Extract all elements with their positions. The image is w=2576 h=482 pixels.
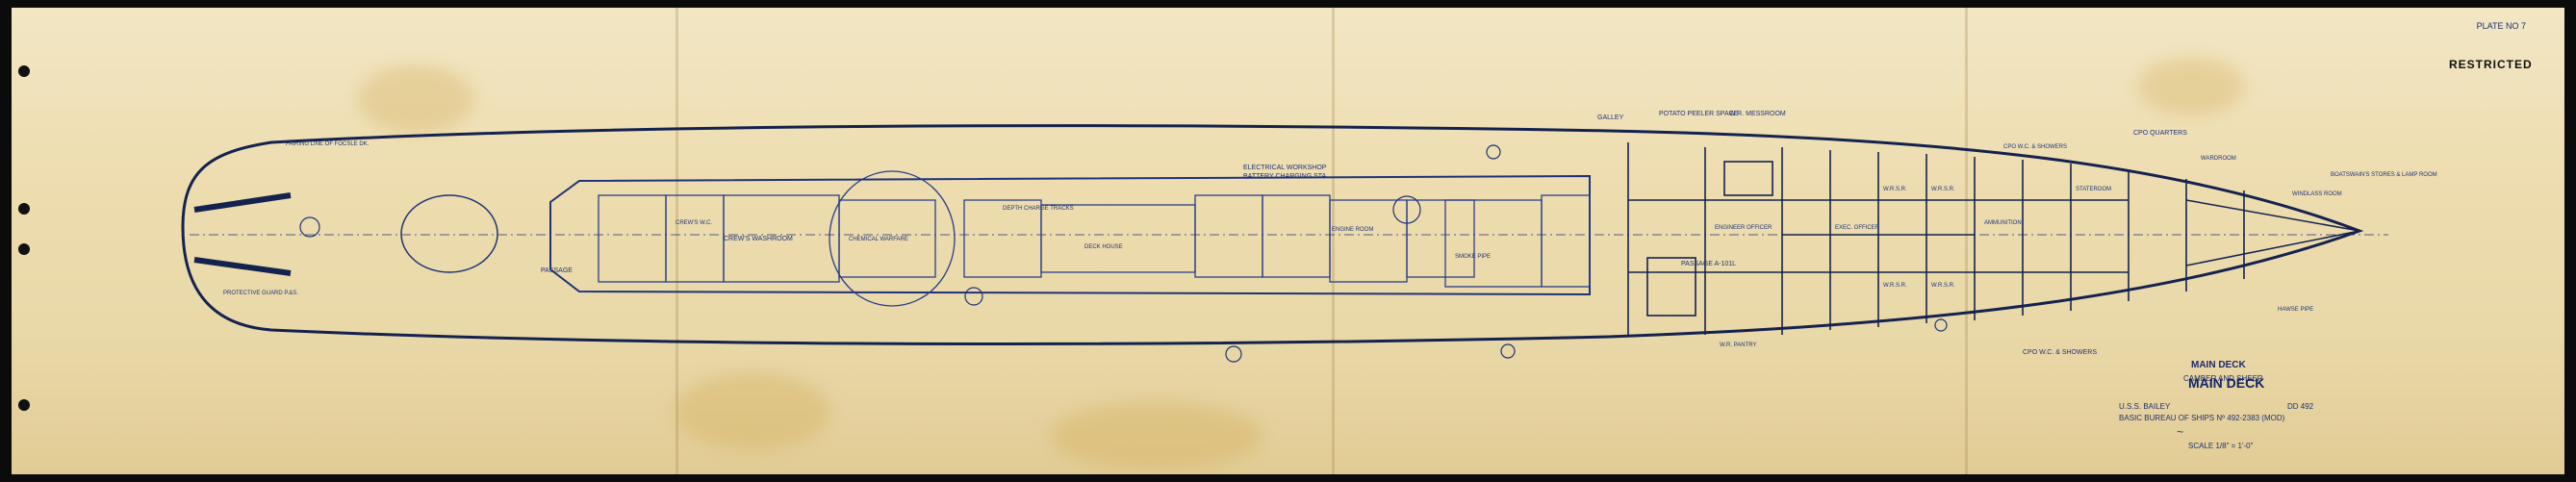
title-block: MAIN DECK U.S.S. BAILEY DD 492 BASIC BUR…: [2080, 362, 2494, 468]
label-chemical-warfare: CHEMICAL WARFARE: [849, 237, 908, 242]
label-wrsr-4: W.R.S.R.: [1931, 283, 1955, 289]
gun-mount-circle: [400, 194, 498, 273]
plate-number: PLATE NO 7: [2476, 21, 2526, 31]
restricted-stamp: RESTRICTED: [2449, 58, 2533, 71]
deck-house-partitions: [598, 170, 1591, 307]
binder-hole: [18, 203, 30, 215]
binder-hole: [18, 243, 30, 255]
deck-fittings: [299, 144, 1948, 363]
signature-mark: ~: [2177, 425, 2184, 439]
label-potato-peeler: POTATO PEELER SPACE: [1659, 111, 1739, 117]
water-stain: [1051, 402, 1262, 469]
label-battery-charging: BATTERY CHARGING STA.: [1243, 173, 1328, 180]
deck-plan-drawing: FAIRING LINE OF FOCSLE DK. PROTECTIVE GU…: [181, 111, 2437, 363]
label-boatswains-stores: BOATSWAIN'S STORES & LAMP ROOM: [2331, 172, 2437, 178]
label-electrical-workshop: ELECTRICAL WORKSHOP: [1243, 165, 1327, 171]
label-wrsr-1: W.R.S.R.: [1883, 187, 1907, 192]
label-wardroom: ENGINEER OFFICER: [1715, 225, 1773, 231]
label-protective-guard: FAIRING LINE OF FOCSLE DK.: [286, 141, 370, 147]
label-windlass-room: WINDLASS ROOM: [2292, 191, 2342, 197]
label-depth-charge: PROTECTIVE GUARD P.&S.: [223, 291, 298, 296]
paper-fold: [1965, 8, 1968, 474]
water-stain: [2138, 58, 2244, 115]
title-block-bureau: BASIC BUREAU OF SHIPS Nº 492-2383 (MOD): [2119, 414, 2285, 422]
label-engine-room: ENGINE ROOM: [1332, 227, 1373, 233]
label-passage-a: PASSAGE A-101L: [1681, 261, 1736, 267]
paper-fold: [676, 8, 678, 474]
label-stateroom: STATEROOM: [2076, 187, 2111, 192]
paper-fold: [1332, 8, 1335, 474]
label-fairing: WARDROOM: [2201, 156, 2236, 162]
binder-hole: [18, 399, 30, 411]
label-galley: GALLEY: [1597, 114, 1624, 121]
title-block-scale: SCALE 1/8" = 1'-0": [2188, 442, 2254, 450]
label-ammunition: SMOKE PIPE: [1455, 254, 1491, 260]
deck-label-subtitle: CAMBER AND SHEER: [2183, 374, 2263, 383]
label-wr-messroom: W.R. MESSROOM: [1729, 111, 1786, 117]
label-deck-house: DEPTH CHARGE TRACKS: [1003, 206, 1074, 212]
title-block-ship: U.S.S. BAILEY: [2119, 402, 2171, 411]
label-crews-washroom: CREW'S WASHROOM: [724, 236, 793, 242]
label-wrsr-3: W.R.S.R.: [1883, 283, 1907, 289]
label-exec-officer: AMMUNITION: [1984, 220, 2022, 226]
depth-charge-rails: [193, 192, 292, 276]
label-smoke-pipe: DECK HOUSE: [1084, 244, 1123, 250]
label-crews-wc: CREW'S W.C.: [676, 220, 712, 226]
label-engineer-officer: EXEC. OFFICER: [1835, 225, 1880, 231]
label-cpo-wcs-top: CPO W.C. & SHOWERS: [2003, 144, 2067, 150]
label-wr-pantry: W.R. PANTRY: [1720, 342, 1756, 348]
deck-label-title: MAIN DECK: [2191, 360, 2246, 370]
label-cpo-wcs: CPO W.C. & SHOWERS: [2023, 349, 2097, 356]
title-block-deck: MAIN DECK: [2188, 375, 2265, 391]
forward-compartments: [1627, 142, 2245, 335]
water-stain: [358, 65, 473, 133]
bow-lines: [2185, 199, 2360, 266]
label-hawse-pipe: HAWSE PIPE: [2278, 307, 2313, 313]
deck-house-outline: [549, 174, 1591, 296]
label-passage-c: PASSAGE: [541, 267, 573, 274]
binder-hole: [18, 65, 30, 77]
label-wrsr-2: W.R.S.R.: [1931, 187, 1955, 192]
label-cpo-quarters: CPO QUARTERS: [2133, 130, 2187, 137]
title-block-hull-number: DD 492: [2287, 402, 2314, 411]
water-stain: [676, 373, 829, 450]
blueprint-sheet: PLATE NO 7 RESTRICTED: [12, 8, 2564, 474]
